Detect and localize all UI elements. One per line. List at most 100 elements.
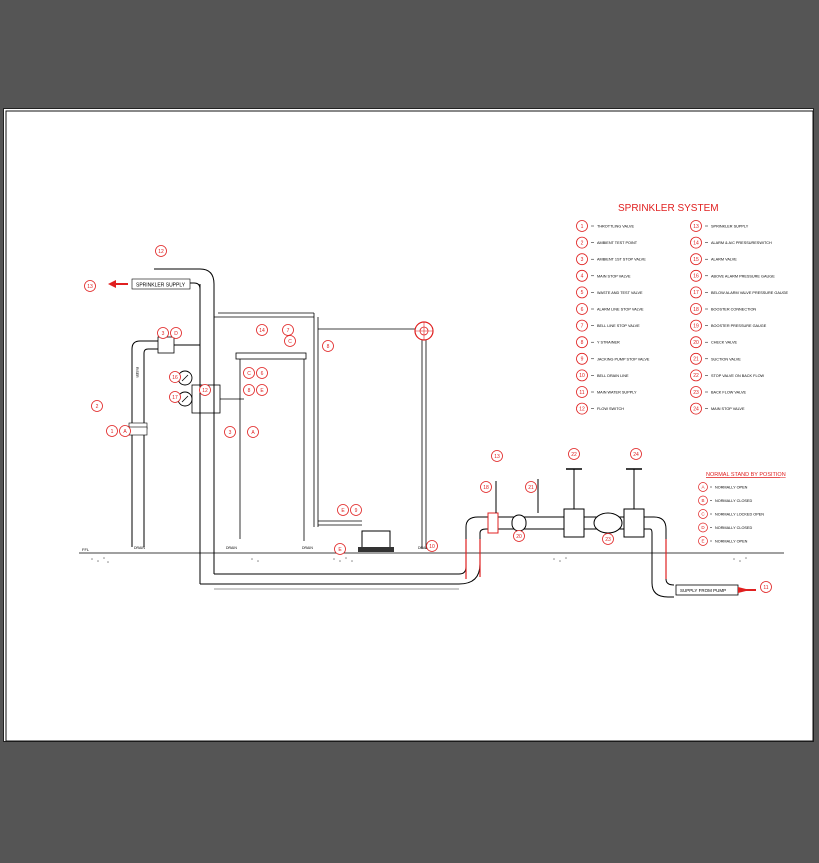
legend-label: ALARM & A/C PRESSURESWITCH [711, 241, 772, 245]
callout-circle [243, 367, 255, 379]
callout-number: A [123, 429, 127, 435]
callout: 3 [157, 327, 169, 339]
check-valve [511, 514, 527, 532]
legend-number-circle [690, 236, 702, 249]
jacking-pump-body [361, 530, 391, 550]
callout-circle [169, 371, 181, 383]
callout: 10 [426, 540, 438, 552]
position-letter: A [701, 485, 704, 490]
callout-number: C [247, 371, 251, 377]
callout-circle [155, 245, 167, 257]
legend-number: 11 [579, 390, 584, 396]
position-label: NORMALLY OPEN [715, 540, 748, 544]
legend-label: CHECK VALVE [711, 341, 737, 345]
jacking-pump-base [358, 547, 394, 552]
callout: 21 [525, 481, 537, 493]
callout: 24 [630, 448, 642, 460]
legend-number: 3 [581, 257, 584, 263]
callout: A [247, 426, 259, 438]
callout-circle [91, 400, 103, 412]
legend-label: SPRINKLER SUPPLY [711, 225, 749, 229]
callout-number: 21 [528, 485, 534, 491]
callout: A [119, 425, 131, 437]
callout-number: 12 [202, 388, 208, 394]
legend-number: 7 [581, 323, 584, 329]
callout-circle [513, 530, 525, 542]
legend-number-circle [576, 386, 588, 398]
callout-number: 2 [96, 404, 99, 410]
legend-label: MAIN STOP VALVE [597, 274, 631, 278]
callout-circle [157, 327, 169, 339]
legend-number: 18 [693, 307, 699, 313]
callout-circle [350, 504, 362, 516]
legend-number: 24 [693, 406, 699, 412]
callout-number: 17 [172, 395, 178, 401]
callout-circle [322, 340, 334, 352]
callout: 14 [256, 324, 268, 336]
legend-number: 20 [693, 340, 699, 346]
callout-circle [224, 426, 236, 438]
callout-number: 12 [158, 249, 164, 255]
legend-number-circle [690, 336, 702, 349]
callout: 2 [91, 400, 103, 412]
legend-number: 23 [693, 390, 699, 396]
left-branch [131, 340, 200, 547]
legend-label: ALARM VALVE [711, 258, 737, 262]
callout-number: E [338, 547, 342, 553]
callout-number: 8 [248, 388, 251, 394]
legend-number-circle [690, 220, 702, 232]
legend-number: 13 [693, 224, 699, 230]
booster-connection [487, 512, 499, 534]
legend-label: FLOW SWITCH [597, 407, 624, 411]
legend-label: BOOSTER CONNECTION [711, 308, 756, 312]
legend-number-circle [690, 352, 702, 365]
callout: E [337, 504, 349, 516]
legend-number-circle [576, 352, 588, 365]
callout-number: 6 [261, 371, 264, 377]
legend-label: BELL DRAIN LINE [597, 374, 629, 378]
callout-number: 1 [111, 429, 114, 435]
callout-number: A [251, 430, 255, 436]
callout: C [243, 367, 255, 379]
legend-number-circle [576, 253, 588, 266]
callout-number: 14 [259, 328, 265, 334]
legend-number-circle [576, 303, 588, 315]
drain-label-2: DRAIN [226, 546, 237, 550]
legend-number-circle [690, 402, 702, 415]
callout-circle [480, 481, 492, 493]
legend-number: 22 [693, 373, 699, 379]
position-label: NORMALLY CLOSED [715, 499, 752, 503]
legend-number-circle [690, 386, 702, 398]
legend-number-circle [690, 253, 702, 266]
callout-circle [170, 327, 182, 339]
ffl-label: FFL [82, 547, 90, 552]
legend-item: 13 SPRINKLER SUPPLY [690, 220, 749, 232]
legend-number-circle [690, 303, 702, 315]
callout: 8 [322, 340, 334, 352]
legend-label: THROTTLING VALVE [597, 225, 634, 229]
callout-number: 22 [571, 452, 577, 458]
callout-number: C [288, 339, 292, 345]
callout-circle [256, 324, 268, 336]
stop-valve-body [157, 336, 175, 354]
callout: 16 [169, 371, 181, 383]
sheet-border [5, 110, 814, 742]
legend-number: 21 [693, 357, 699, 363]
legend-number: 16 [693, 274, 699, 280]
callout-circle [426, 540, 438, 552]
callout: 1 [106, 425, 118, 437]
supply-pipework [465, 516, 675, 598]
callout-number: 13 [494, 454, 500, 460]
callout: C [284, 335, 296, 347]
callout-circle [256, 367, 268, 379]
